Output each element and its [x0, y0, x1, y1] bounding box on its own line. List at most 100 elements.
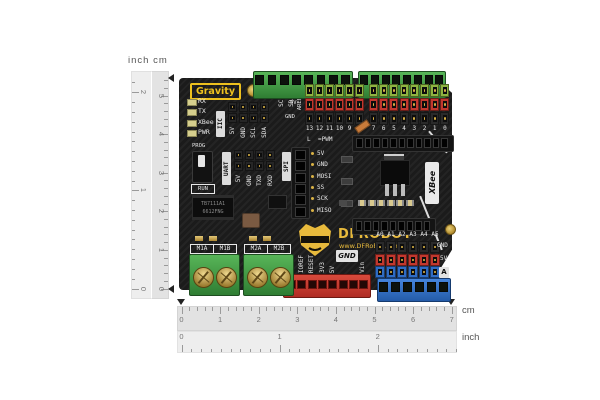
ruler-tick: [164, 219, 168, 221]
terminal-hole: [391, 282, 400, 292]
ruler-tick: [189, 307, 191, 311]
ruler-tick: [428, 307, 430, 311]
ruler-tick: [132, 111, 135, 113]
ruler-tick: [235, 307, 237, 311]
solder-pad: [195, 236, 203, 241]
resistor: [405, 200, 414, 206]
socket-hole: [372, 221, 380, 231]
ruler-tick: [243, 307, 245, 311]
socket-hole: [390, 138, 397, 148]
ruler-tick: [196, 307, 198, 311]
pin-hole: [401, 101, 407, 108]
socket-hole: [364, 138, 372, 148]
terminal-hole: [435, 75, 444, 85]
socket-hole: [423, 221, 430, 231]
regulator-leg: [393, 184, 397, 196]
analog-pin: [430, 254, 440, 266]
pin-hole: [347, 115, 352, 122]
spi-pin-label: SCK: [317, 195, 328, 203]
solder-pad: [263, 236, 271, 241]
pin-hole: [267, 152, 273, 158]
gravity-label: Gravity: [190, 83, 241, 100]
smd-component: [341, 178, 353, 185]
spi-hole: [295, 172, 306, 183]
pin-hole: [432, 115, 437, 122]
uart-pin-label: RXD: [266, 175, 274, 186]
pin-hole: [388, 257, 394, 263]
ruler-tick: [318, 349, 320, 352]
ruler-tick: [161, 288, 168, 290]
ruler-tick: [269, 349, 271, 352]
digital-pin: [369, 98, 378, 111]
ruler-tick: [132, 200, 135, 202]
left-ruler-inch-label: inch: [128, 55, 150, 66]
ruler-tick: [164, 242, 168, 244]
digital-pin: [399, 98, 409, 111]
cm-number: 5: [372, 315, 377, 324]
resistor: [396, 200, 404, 206]
digital-pin: [369, 84, 378, 97]
digital-pin: [379, 112, 389, 125]
socket-hole: [389, 221, 397, 231]
i2c-pin: [238, 113, 248, 123]
power-header-hole: [307, 280, 317, 289]
digital-gnd-row-label: GND: [285, 114, 295, 120]
ruler-tick: [164, 226, 168, 228]
ruler-tick: [446, 349, 448, 352]
inch-number: 0: [139, 286, 148, 291]
power-header-hole: [348, 280, 358, 289]
digital-pin: [389, 84, 399, 97]
cm-number: 0: [179, 315, 184, 324]
ruler-tick: [266, 307, 268, 311]
ruler-tick: [161, 95, 168, 97]
analog-pin: [408, 241, 418, 253]
digital-pin: [325, 112, 334, 125]
ruler-tick: [358, 349, 360, 352]
motor-terminal-label: M1A: [190, 244, 214, 254]
ruler-tick: [132, 210, 135, 212]
ruler-tick: [274, 307, 276, 311]
ruler-tick: [132, 278, 135, 280]
pin-hole: [267, 163, 273, 169]
terminal-hole: [292, 75, 301, 85]
analog-pin-number: A3: [409, 231, 417, 238]
analog-pin-number: A1: [387, 231, 395, 238]
cm-number: 3: [295, 315, 300, 324]
digital-pin: [379, 98, 389, 111]
analog-pin: [408, 266, 418, 278]
expansion-shield-board: Gravity IIC UART SPI PROG RUN TB7111A1 6…: [179, 71, 456, 302]
power-header-hole: [297, 280, 307, 289]
left-ruler-header: inch cm: [128, 55, 168, 66]
pin-hole: [261, 115, 267, 121]
socket-hole: [432, 138, 440, 148]
ruler-tick: [164, 110, 168, 112]
cm-number: 3: [157, 170, 166, 175]
pin-hole: [377, 244, 383, 250]
motor-terminal-label: M2A: [244, 244, 268, 254]
inch-number: 0: [179, 332, 184, 341]
regulator-leg: [385, 184, 389, 196]
status-led-label: TX: [198, 107, 206, 116]
bottom-ruler-inch-label: inch: [462, 332, 480, 343]
socket-hole: [398, 221, 405, 231]
digital-pin: [430, 98, 440, 111]
ruler-tick: [343, 307, 345, 311]
socket-hole: [381, 138, 389, 148]
ruler-tick: [297, 307, 299, 314]
smd-component: [339, 200, 347, 206]
smd-component: [341, 156, 353, 163]
digital-pin: [335, 112, 344, 125]
pwm-label: =PWM: [318, 136, 333, 143]
digital-pin-number: 1: [432, 125, 437, 132]
ruler-tick: [309, 349, 311, 352]
uart-pin-label: TXD: [256, 175, 263, 186]
digital-pin: [315, 98, 324, 111]
power-header-hole: [328, 280, 338, 289]
capacitor: [242, 213, 260, 228]
digital-pin-number: 12: [315, 125, 324, 132]
analog-pin: [419, 254, 429, 266]
pin-hole: [317, 115, 322, 122]
ruler-tick: [132, 239, 135, 241]
ruler-tick: [164, 273, 168, 275]
